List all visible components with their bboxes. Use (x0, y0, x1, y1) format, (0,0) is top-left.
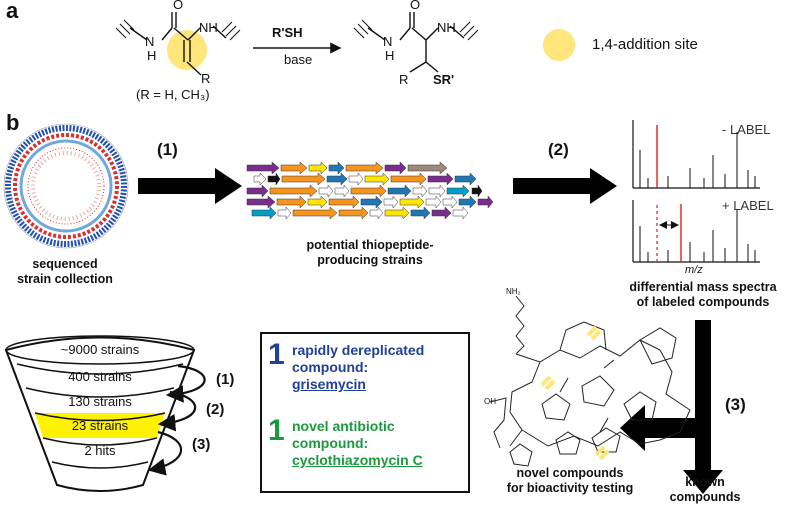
caption-line: for bioactivity testing (506, 481, 634, 495)
funnel-arrow-1 (165, 364, 206, 403)
mass-spectrum-minus-label (632, 120, 760, 189)
reagent-label: R'SH (272, 25, 303, 40)
plus-label-text: + LABEL (722, 198, 774, 213)
atom-label-nh: NH (199, 20, 218, 35)
atom-label-n: N (145, 34, 155, 49)
screening-funnel (4, 335, 206, 492)
novel-line: novel antibiotic (292, 418, 395, 434)
atom-label-nh-product: NH (437, 20, 456, 35)
atom-label-h-product: H (385, 48, 395, 63)
novel-count: 1 (268, 414, 285, 447)
gene-cluster-row (251, 206, 469, 220)
compound-name-cyclothiazomycin: cyclothiazomycin C (292, 452, 423, 468)
gene-cluster-rows (246, 161, 494, 220)
legend-label: 1,4-addition site (592, 36, 698, 53)
caption-thiopeptide-strains: potential thiopeptide- producing strains (300, 238, 440, 268)
arrow-step-3-left (620, 405, 695, 451)
dereplicated-line: compound: (292, 359, 369, 375)
caption-line: differential mass spectra (629, 280, 777, 294)
funnel-level-3: 130 strains (68, 394, 132, 409)
atom-label-n-product: N (383, 34, 393, 49)
gene-cluster-row (246, 184, 483, 198)
caption-line: compounds (669, 490, 741, 504)
funnel-arrow-3 (147, 430, 183, 476)
caption-mass-spectra: differential mass spectra of labeled com… (618, 280, 788, 310)
arrow-step-3-down (683, 320, 723, 494)
caption-line: of labeled compounds (636, 295, 770, 309)
caption-line: known (685, 475, 725, 489)
caption-line: strain collection (17, 272, 113, 286)
funnel-level-5: 2 hits (84, 443, 116, 458)
caption-sequenced-strains: sequenced strain collection (5, 257, 125, 287)
legend-swatch (543, 29, 575, 61)
funnel-level-4: 23 strains (71, 418, 129, 433)
addition-site-highlight (167, 30, 207, 70)
novel-text: novel antibiotic compound: cyclothiazomy… (292, 418, 423, 469)
atom-label-r: R (201, 71, 211, 86)
step-label-2: (2) (548, 140, 569, 159)
atom-label-h: H (147, 48, 157, 63)
dereplicated-line: rapidly dereplicated (292, 342, 425, 358)
minus-label-text: - LABEL (722, 122, 771, 137)
panel-letter-b: b (6, 110, 20, 135)
funnel-arrow-label-3: (3) (192, 436, 211, 453)
circular-genome-plot (3, 123, 129, 249)
funnel-arrow-label-2: (2) (206, 401, 225, 418)
r-group-note: (R = H, CH₃) (136, 87, 210, 102)
gene-cluster-row (253, 172, 477, 186)
step-label-3: (3) (725, 395, 746, 414)
caption-line: novel compounds (516, 466, 624, 480)
mz-axis-label: m/z (685, 264, 703, 276)
caption-known-compounds: known compounds (660, 475, 750, 505)
funnel-arrow-2 (157, 390, 197, 432)
novel-line: compound: (292, 435, 369, 451)
dereplicated-text: rapidly dereplicated compound: grisemyci… (292, 342, 424, 393)
thiopeptide-structure (489, 295, 691, 467)
gene-cluster-row (246, 195, 494, 209)
process-arrows (138, 168, 723, 494)
caption-line: potential thiopeptide- (306, 238, 434, 252)
funnel-arrow-label-1: (1) (216, 371, 235, 388)
molecule-label-oh: OH (484, 397, 496, 406)
funnel-level-2: 400 strains (68, 369, 132, 384)
atom-label-o: O (173, 0, 184, 12)
mass-spectrum-plus-label (632, 200, 760, 263)
arrow-step-1 (138, 168, 242, 204)
step-label-1: (1) (157, 140, 178, 159)
molecule-label-nh2: NH₂ (506, 287, 521, 296)
atom-label-r-product: R (399, 72, 409, 87)
dereplicated-count: 1 (268, 338, 285, 371)
reaction-scheme (115, 12, 479, 76)
caption-line: sequenced (32, 257, 98, 271)
funnel-level-1: ~9000 strains (60, 342, 140, 357)
results-box: 1 rapidly dereplicated compound: grisemy… (260, 332, 470, 493)
caption-novel-compounds: novel compounds for bioactivity testing (505, 466, 635, 496)
arrow-step-2 (513, 168, 617, 204)
caption-line: producing strains (317, 253, 423, 267)
atom-label-sr: SR' (433, 72, 455, 87)
compound-name-grisemycin: grisemycin (292, 376, 366, 392)
gene-cluster-row (246, 161, 448, 175)
condition-label: base (284, 52, 313, 67)
panel-letter-a: a (6, 0, 19, 23)
atom-label-o-product: O (410, 0, 421, 12)
